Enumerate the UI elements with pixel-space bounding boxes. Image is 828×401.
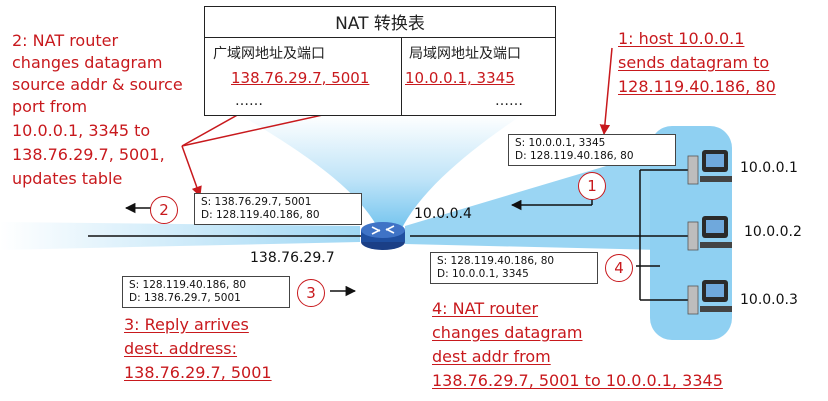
step4-line-1: 4: NAT router [432, 299, 539, 318]
step1-line-1: 1: host 10.0.0.1 [618, 29, 745, 48]
step2-line-5: 10.0.0.1, 3345 to [12, 121, 151, 140]
step2-line-7: updates table [12, 169, 123, 188]
nat-translation-table: NAT 转换表 广域网地址及端口 局域网地址及端口 138.76.29.7, 5… [204, 6, 556, 116]
step3-line-2: dest. address: [124, 339, 238, 358]
step-badge-4: 4 [605, 254, 633, 282]
host-icon-3 [687, 280, 732, 315]
router-lan-ip: 10.0.0.4 [414, 206, 472, 222]
datagram-1-dest: D: 128.119.40.186, 80 [515, 150, 634, 162]
host-ip-3: 10.0.0.3 [740, 292, 798, 308]
step3-line-1: 3: Reply arrives [124, 315, 249, 334]
datagram-1: S: 10.0.0.1, 3345 D: 128.119.40.186, 80 [508, 134, 676, 166]
host-icon-1 [687, 150, 732, 185]
step2-line-4: port from [12, 97, 88, 116]
router-icon [361, 222, 405, 250]
nat-more-wan: …… [235, 93, 263, 109]
datagram-2-source: S: 138.76.29.7, 5001 [201, 196, 312, 208]
pointer-step2-c [181, 145, 202, 197]
step-badge-2: 2 [150, 196, 178, 224]
host-ip-2: 10.0.0.2 [744, 224, 802, 240]
step1-line-2: sends datagram to [618, 53, 770, 72]
nat-row-wan: 138.76.29.7, 5001 [231, 69, 370, 87]
step4-line-3: dest addr from [432, 347, 551, 366]
step1-line-3: 128.119.40.186, 80 [618, 77, 776, 96]
datagram-4-source: S: 128.119.40.186, 80 [437, 255, 555, 267]
step4-line-4: 138.76.29.7, 5001 to 10.0.0.1, 3345 [432, 371, 723, 390]
pointer-step1 [599, 47, 613, 136]
datagram-3-source: S: 128.119.40.186, 80 [129, 279, 247, 291]
table-divider [205, 37, 555, 38]
datagram-1-source: S: 10.0.0.1, 3345 [515, 137, 606, 149]
nat-more-lan: …… [495, 93, 523, 109]
datagram-3-dest: D: 138.76.29.7, 5001 [129, 292, 241, 304]
nat-col-lan: 局域网地址及端口 [409, 46, 521, 62]
datagram-4: S: 128.119.40.186, 80 D: 10.0.0.1, 3345 [430, 252, 598, 284]
host-ip-1: 10.0.0.1 [740, 160, 798, 176]
step3-line-3: 138.76.29.7, 5001 [124, 363, 272, 382]
step2-line-1: 2: NAT router [12, 31, 119, 50]
nat-table-title: NAT 转换表 [335, 14, 425, 34]
datagram-2: S: 138.76.29.7, 5001 D: 128.119.40.186, … [194, 193, 362, 225]
nat-row-lan: 10.0.0.1, 3345 [405, 69, 515, 87]
step-badge-1: 1 [578, 172, 606, 200]
step2-line-3: source addr & source [12, 75, 183, 94]
router-wan-ip: 138.76.29.7 [250, 250, 335, 266]
host-icon-2 [687, 216, 732, 251]
step2-line-2: changes datagram [12, 53, 163, 72]
step2-line-6: 138.76.29.7, 5001, [12, 145, 165, 164]
datagram-3: S: 128.119.40.186, 80 D: 138.76.29.7, 50… [122, 276, 290, 308]
step4-line-2: changes datagram [432, 323, 583, 342]
step-badge-3: 3 [297, 279, 325, 307]
datagram-2-dest: D: 128.119.40.186, 80 [201, 209, 320, 221]
nat-col-wan: 广域网地址及端口 [213, 46, 325, 62]
datagram-4-dest: D: 10.0.0.1, 3345 [437, 268, 529, 280]
table-column-divider [401, 37, 402, 115]
nat-funnel [240, 115, 522, 232]
